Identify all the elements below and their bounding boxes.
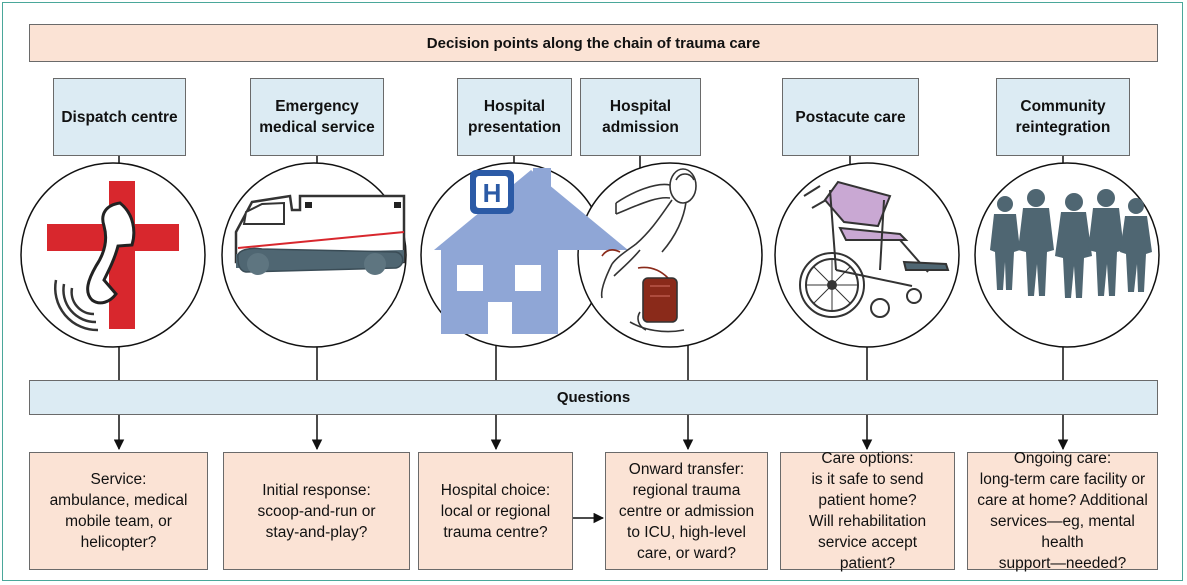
question-box-ongoing-care: Ongoing care: long-term care facility or…	[967, 450, 1158, 572]
stage-postacute-care: Postacute care	[782, 78, 919, 156]
stage-label: Hospital presentation	[467, 98, 561, 136]
question-arrows	[113, 415, 1069, 524]
ambulance-icon	[234, 194, 406, 275]
wheelchair-icon	[799, 180, 950, 318]
patient-transfusion-icon	[600, 168, 697, 333]
stage-hospital-presentation: Hospital presentation	[457, 78, 572, 156]
person-silhouette	[990, 196, 1020, 290]
person-silhouette	[1120, 198, 1152, 292]
question-box-care-options: Care options: is it safe to send patient…	[780, 450, 955, 572]
question-box-onward-transfer: Onward transfer: regional trauma centre …	[605, 452, 768, 570]
header-connectors	[118, 156, 1064, 168]
stage-community-reintegration: Community reintegration	[996, 78, 1130, 156]
stage-label: Postacute care	[795, 108, 906, 126]
stage-label: Dispatch centre	[61, 108, 178, 126]
people-silhouettes-icon	[990, 189, 1152, 298]
question-box-hospital-choice: Hospital choice: local or regional traum…	[418, 452, 573, 570]
diagram-title: Decision points along the chain of traum…	[29, 24, 1158, 62]
stage-emergency-medical-service: Emergency medical service	[250, 78, 384, 156]
circle-hospital-admission	[577, 162, 763, 348]
stage-label: Community reintegration	[1015, 98, 1111, 136]
stage-label: Hospital admission	[602, 98, 679, 136]
stage-label: Emergency medical service	[259, 98, 375, 136]
person-silhouette	[1088, 189, 1124, 296]
stage-dispatch-centre: Dispatch centre	[53, 78, 186, 156]
question-box-service: Service: ambulance, medical mobile team,…	[29, 452, 208, 570]
telephone-red-cross-icon	[47, 181, 179, 332]
circle-connectors	[118, 343, 1064, 380]
hospital-sign-letter: H	[483, 178, 502, 208]
questions-bar: Questions	[29, 380, 1158, 415]
question-box-initial-response: Initial response: scoop-and-run or stay-…	[223, 452, 410, 570]
person-silhouette	[1055, 193, 1092, 298]
stage-hospital-admission: Hospital admission	[580, 78, 701, 156]
hospital-building-icon: H	[434, 168, 628, 334]
person-silhouette	[1018, 189, 1054, 296]
